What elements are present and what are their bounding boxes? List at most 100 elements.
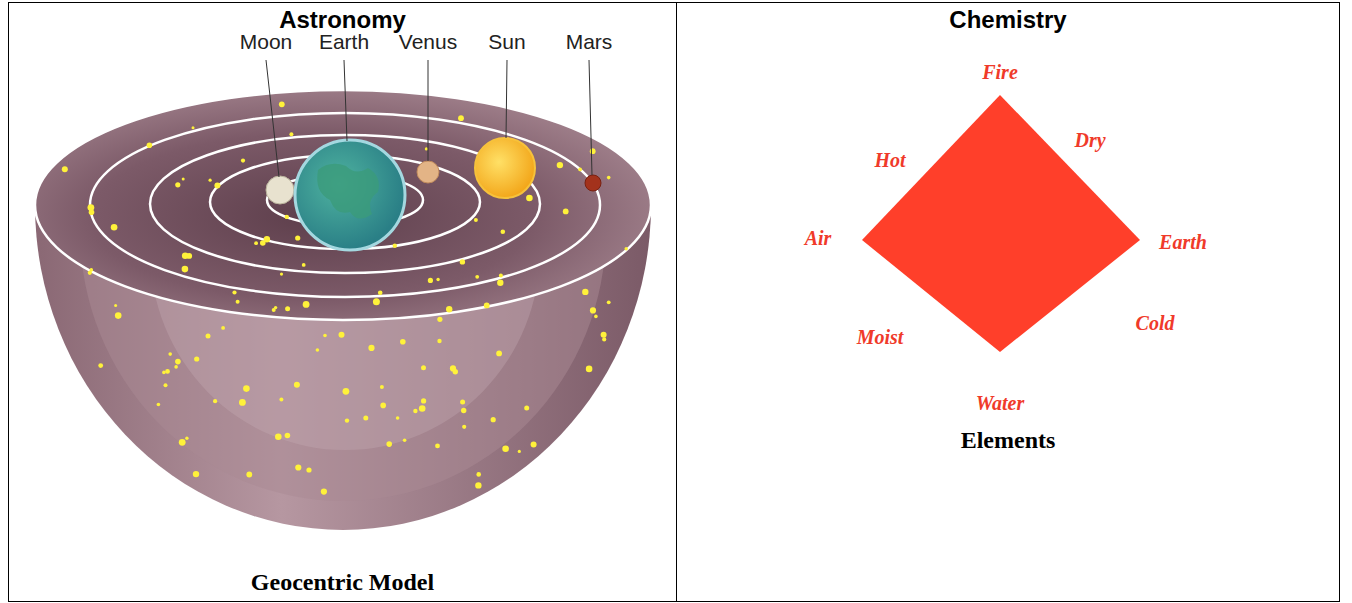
star — [557, 162, 563, 168]
element-label: Air — [805, 227, 832, 250]
planet-label: Sun — [488, 30, 525, 54]
star — [531, 442, 537, 448]
star — [484, 303, 490, 309]
planet-label: Mars — [566, 30, 613, 54]
star — [185, 437, 188, 440]
star — [601, 332, 607, 338]
star — [174, 365, 178, 369]
star — [435, 444, 440, 449]
star — [518, 450, 521, 453]
star — [413, 409, 417, 413]
figure-caption: Elements — [677, 427, 1339, 454]
column-heading: Chemistry — [677, 6, 1339, 34]
star — [111, 224, 118, 231]
moon-sphere — [266, 176, 294, 204]
star — [428, 278, 433, 283]
star — [193, 471, 199, 477]
star — [462, 425, 466, 429]
star — [272, 308, 276, 312]
star — [279, 398, 283, 402]
star — [607, 300, 611, 304]
star — [88, 204, 95, 211]
star — [437, 317, 442, 322]
planet-label: Earth — [319, 30, 369, 54]
element-label: Moist — [857, 326, 904, 349]
star — [236, 300, 240, 304]
star — [563, 209, 569, 215]
star — [147, 142, 153, 148]
star — [474, 218, 478, 222]
stars — [62, 101, 628, 494]
star — [396, 416, 400, 420]
star — [115, 312, 122, 319]
star — [419, 405, 426, 412]
star — [192, 126, 195, 129]
star — [446, 306, 452, 312]
star — [285, 433, 291, 439]
earth-land — [317, 164, 379, 219]
planet-label: Venus — [399, 30, 457, 54]
star — [458, 115, 464, 121]
star — [260, 240, 266, 246]
star — [586, 366, 593, 373]
star — [294, 382, 300, 388]
star — [380, 403, 386, 409]
star — [206, 334, 211, 339]
venus-sphere — [417, 161, 439, 183]
star — [368, 345, 374, 351]
star — [246, 472, 252, 478]
star — [285, 215, 289, 219]
star — [607, 176, 611, 180]
star — [213, 399, 217, 403]
star — [316, 348, 320, 352]
star — [386, 441, 392, 447]
orbits — [35, 90, 651, 320]
element-label: Hot — [874, 149, 905, 172]
star — [339, 332, 345, 338]
star — [475, 275, 479, 279]
star — [501, 230, 506, 235]
table-cell: ChemistryElements — [676, 2, 1340, 602]
star — [289, 132, 293, 136]
star — [502, 446, 509, 453]
star — [214, 183, 220, 189]
star — [343, 388, 350, 395]
star — [221, 326, 225, 330]
star — [590, 148, 596, 154]
star — [295, 235, 300, 240]
star — [437, 339, 441, 343]
star — [303, 301, 310, 308]
leader-lines — [266, 60, 592, 177]
star — [88, 271, 92, 275]
element-label: Cold — [1136, 312, 1175, 335]
star — [602, 337, 606, 341]
star — [179, 439, 186, 446]
star — [499, 273, 503, 277]
star — [625, 247, 628, 250]
element-label: Dry — [1074, 129, 1105, 152]
star — [491, 417, 496, 422]
element-label: Earth — [1159, 231, 1207, 254]
star — [363, 416, 368, 421]
star — [209, 179, 212, 182]
bowl-top — [35, 90, 651, 320]
star — [62, 166, 68, 172]
star — [496, 351, 502, 357]
star — [182, 253, 189, 260]
star — [275, 433, 282, 440]
star — [594, 315, 598, 319]
star — [461, 408, 466, 413]
star — [497, 280, 503, 286]
elements-diamond — [862, 95, 1140, 352]
star — [421, 398, 426, 403]
geocentric-bowl — [35, 60, 651, 530]
star — [157, 403, 161, 407]
star — [582, 289, 588, 295]
star — [453, 369, 458, 374]
star — [393, 244, 397, 248]
star — [476, 472, 481, 477]
star — [475, 482, 481, 488]
star — [241, 159, 245, 163]
star — [436, 278, 439, 281]
star — [323, 334, 327, 338]
